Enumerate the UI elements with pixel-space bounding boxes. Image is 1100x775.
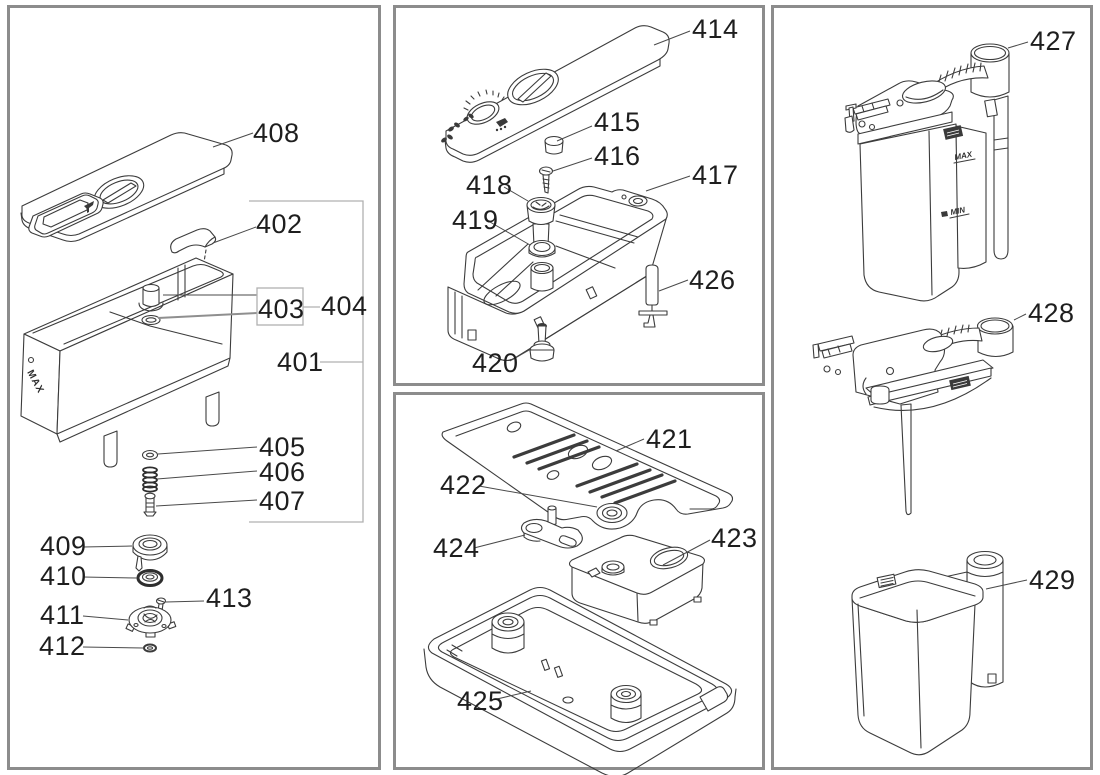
callout-408: 408: [253, 118, 300, 148]
callout-416: 416: [594, 141, 641, 171]
callout-409: 409: [40, 531, 87, 561]
callout-410: 410: [40, 561, 87, 591]
callout-418: 418: [466, 170, 513, 200]
callout-424: 424: [433, 533, 480, 563]
panel-drip-tray-assembly: [393, 392, 765, 770]
callout-407: 407: [259, 486, 306, 516]
callout-406: 406: [259, 457, 306, 487]
callout-415: 415: [594, 107, 641, 137]
callout-425: 425: [457, 686, 504, 716]
callout-411: 411: [40, 600, 85, 630]
callout-420: 420: [472, 348, 519, 378]
callout-404: 404: [321, 291, 368, 321]
callout-421: 421: [646, 424, 693, 454]
callout-414: 414: [692, 14, 739, 44]
callout-417: 417: [692, 160, 739, 190]
callout-401: 401: [277, 347, 324, 377]
callout-403: 403: [258, 294, 305, 324]
callout-405: 405: [259, 432, 306, 462]
panel-milk-carafe-assembly: [771, 5, 1093, 770]
panel-grinder-lid-assembly: [393, 5, 765, 386]
callout-419: 419: [452, 205, 499, 235]
callout-413: 413: [206, 583, 253, 613]
callout-429: 429: [1029, 565, 1076, 595]
callout-427: 427: [1030, 26, 1077, 56]
callout-412: 412: [39, 631, 86, 661]
callout-423: 423: [711, 523, 758, 553]
callout-426: 426: [689, 265, 736, 295]
callout-428: 428: [1028, 298, 1075, 328]
callout-402: 402: [256, 209, 303, 239]
callout-422: 422: [440, 470, 487, 500]
